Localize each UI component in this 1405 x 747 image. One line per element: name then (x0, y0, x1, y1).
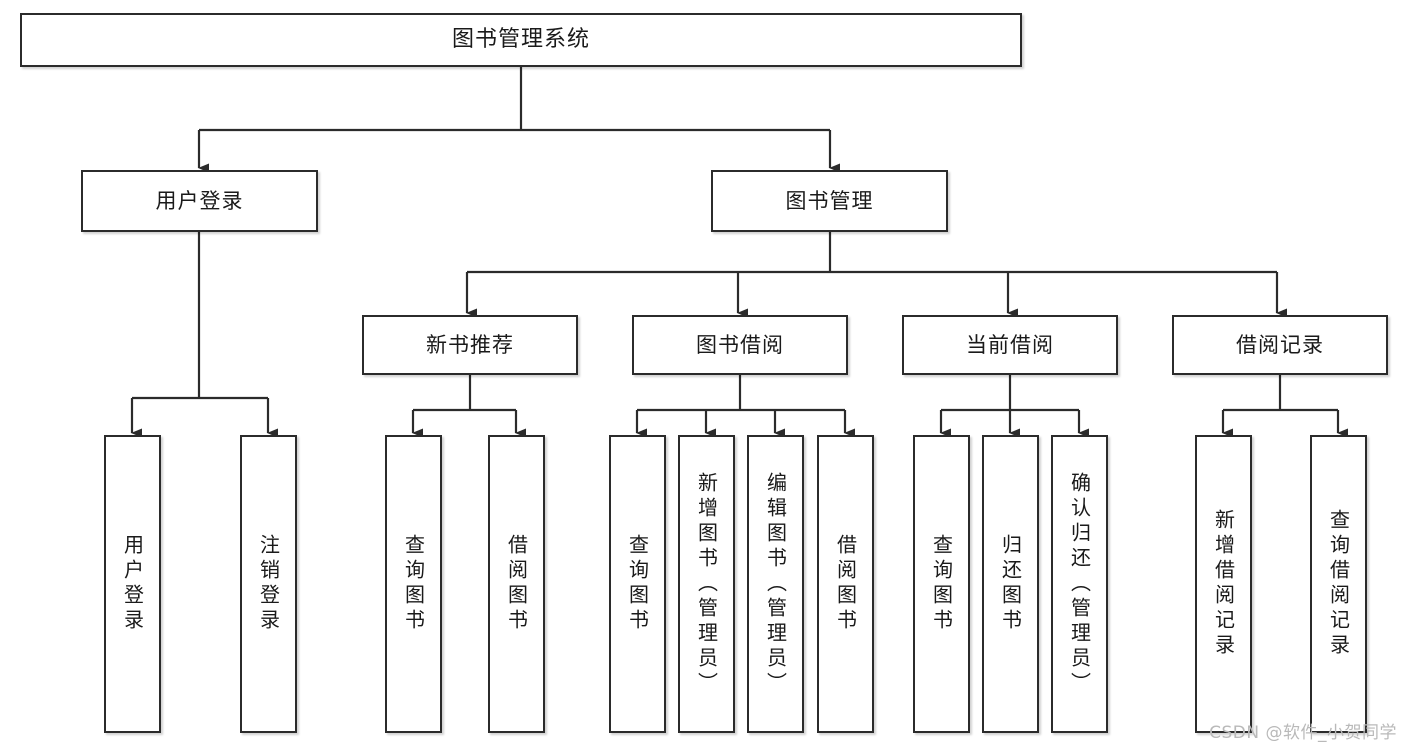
node-current-borrow[interactable]: 当前借阅 (902, 315, 1118, 375)
node-leaf-query-record-label: 查询借阅记录 (1326, 509, 1351, 659)
node-leaf-query-book-2[interactable]: 查询图书 (609, 435, 666, 733)
node-leaf-add-book-label: 新增图书（管理员） (694, 471, 719, 697)
node-leaf-query-book-1-label: 查询图书 (401, 534, 426, 634)
node-leaf-borrow-book-2[interactable]: 借阅图书 (817, 435, 874, 733)
node-leaf-logout[interactable]: 注销登录 (240, 435, 297, 733)
node-leaf-confirm-return[interactable]: 确认归还（管理员） (1051, 435, 1108, 733)
node-root-system[interactable]: 图书管理系统 (20, 13, 1022, 67)
node-book-management-label: 图书管理 (785, 188, 874, 213)
node-leaf-query-book-2-label: 查询图书 (625, 534, 650, 634)
node-leaf-query-record[interactable]: 查询借阅记录 (1310, 435, 1367, 733)
node-borrow-record[interactable]: 借阅记录 (1172, 315, 1388, 375)
node-leaf-user-login-label: 用户登录 (120, 534, 145, 634)
node-new-book-recommend[interactable]: 新书推荐 (362, 315, 578, 375)
node-leaf-borrow-book-1-label: 借阅图书 (504, 534, 529, 634)
node-book-borrow[interactable]: 图书借阅 (632, 315, 848, 375)
node-leaf-return-book[interactable]: 归还图书 (982, 435, 1039, 733)
node-user-login[interactable]: 用户登录 (81, 170, 318, 232)
node-leaf-query-book-3[interactable]: 查询图书 (913, 435, 970, 733)
node-book-management[interactable]: 图书管理 (711, 170, 948, 232)
node-leaf-edit-book-label: 编辑图书（管理员） (763, 471, 788, 697)
node-leaf-edit-book[interactable]: 编辑图书（管理员） (747, 435, 804, 733)
node-current-borrow-label: 当前借阅 (966, 332, 1054, 357)
watermark-text: CSDN @软件_小贺同学 (1209, 723, 1397, 743)
node-leaf-user-login[interactable]: 用户登录 (104, 435, 161, 733)
node-leaf-query-book-1[interactable]: 查询图书 (385, 435, 442, 733)
node-leaf-borrow-book-2-label: 借阅图书 (833, 534, 858, 634)
node-leaf-query-book-3-label: 查询图书 (929, 534, 954, 634)
node-leaf-borrow-book-1[interactable]: 借阅图书 (488, 435, 545, 733)
node-root-system-label: 图书管理系统 (451, 27, 590, 53)
node-borrow-record-label: 借阅记录 (1236, 332, 1324, 357)
node-new-book-recommend-label: 新书推荐 (426, 332, 514, 357)
node-leaf-add-record-label: 新增借阅记录 (1211, 509, 1236, 659)
node-leaf-confirm-return-label: 确认归还（管理员） (1067, 471, 1092, 697)
node-leaf-add-record[interactable]: 新增借阅记录 (1195, 435, 1252, 733)
node-book-borrow-label: 图书借阅 (696, 332, 784, 357)
node-leaf-add-book[interactable]: 新增图书（管理员） (678, 435, 735, 733)
node-leaf-logout-label: 注销登录 (256, 534, 281, 634)
node-leaf-return-book-label: 归还图书 (998, 534, 1023, 634)
node-user-login-label: 用户登录 (155, 188, 244, 213)
